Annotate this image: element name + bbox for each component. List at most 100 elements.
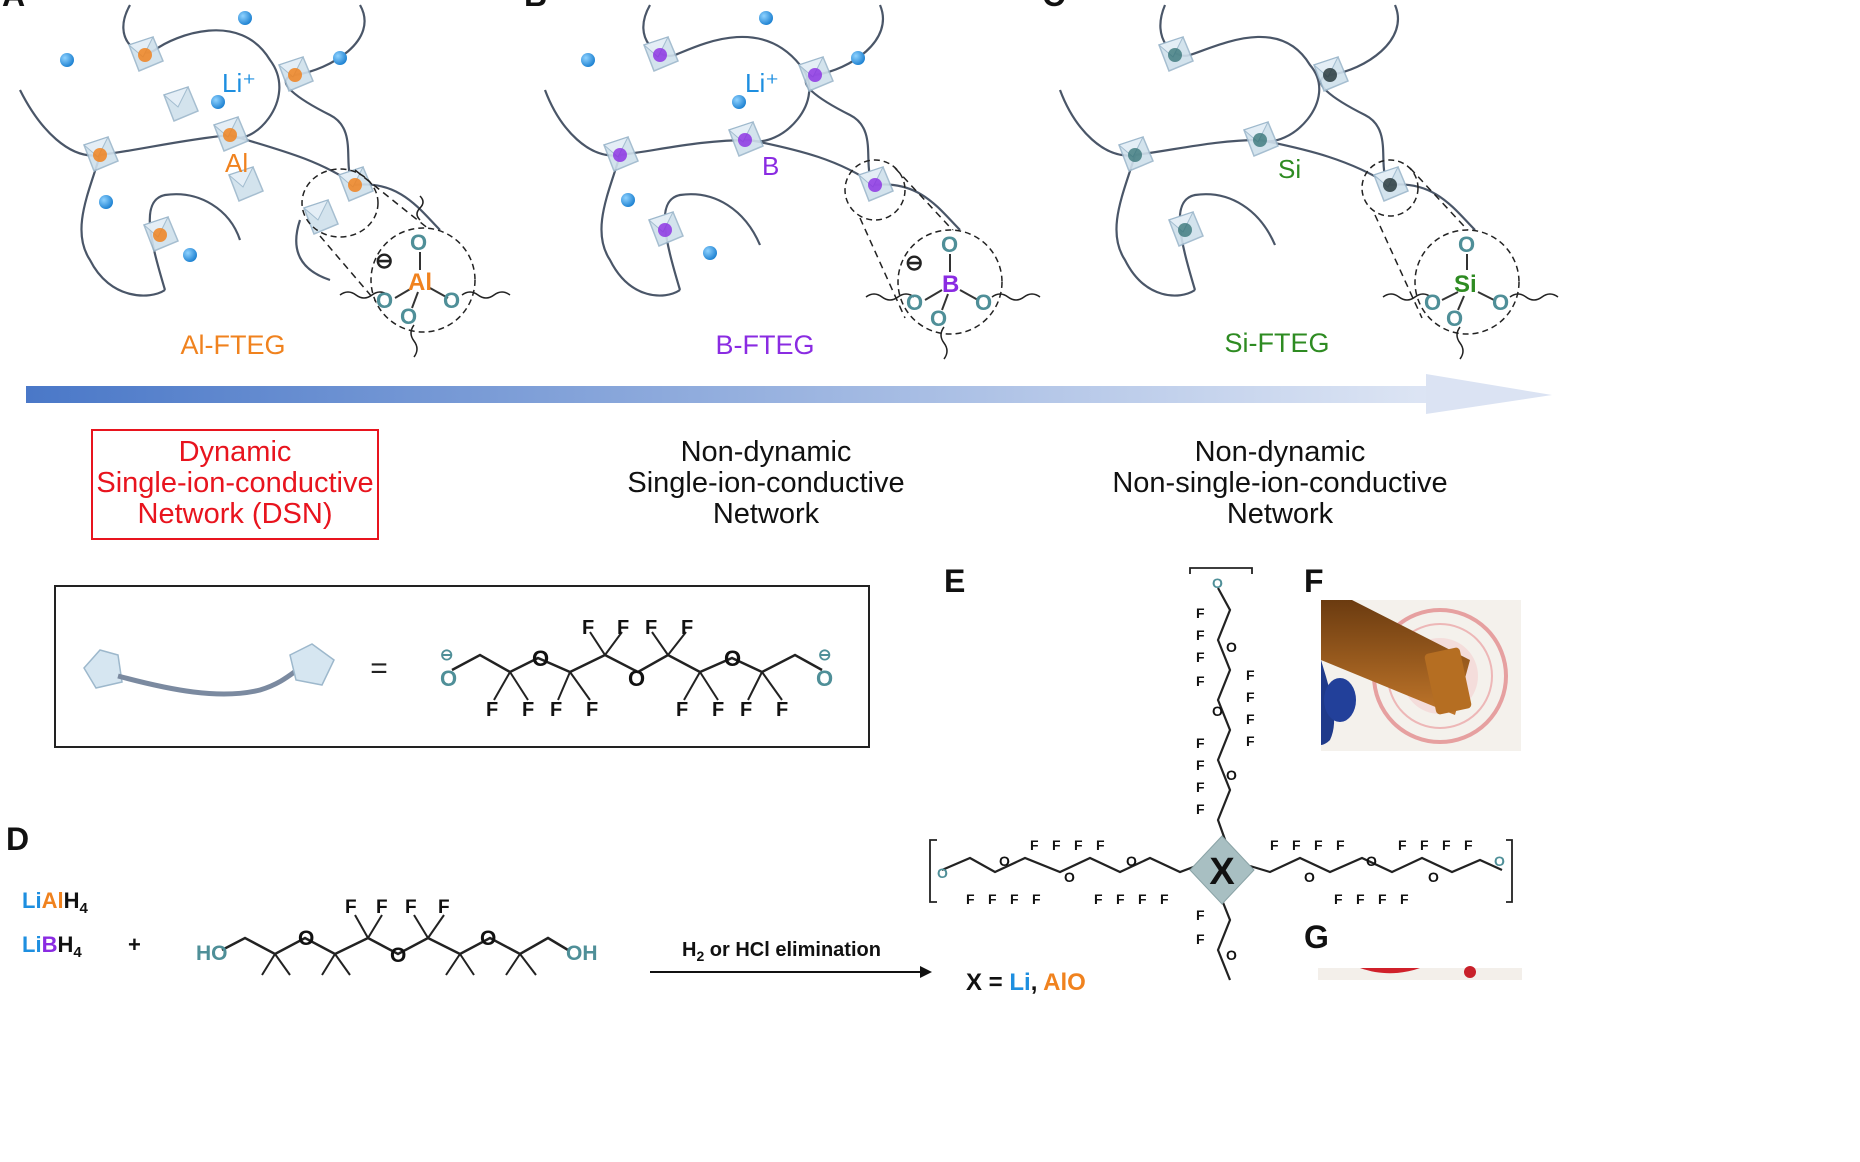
monomer-f-4: F: [438, 897, 450, 918]
polymer-f-v5: F: [1246, 667, 1255, 683]
panel-g-letter: G: [1304, 919, 1329, 955]
polymer-f-h8: F: [1032, 891, 1041, 907]
monomer-o-2: O: [390, 944, 406, 967]
panel-a-o-top: O: [410, 230, 427, 255]
polymer-f-h24: F: [1400, 891, 1409, 907]
linker-f-3: F: [550, 699, 562, 721]
polymer-f-v3: F: [1196, 649, 1205, 665]
network-type-c-line1: Non-dynamic: [1195, 436, 1366, 468]
monomer-o-1: O: [298, 927, 314, 950]
legend-equals: =: [370, 652, 388, 685]
polymer-f-h23: F: [1378, 891, 1387, 907]
trend-arrow: [26, 374, 1552, 414]
panel-b-ion-label: Li⁺: [745, 68, 779, 98]
panel-a-li-ions: [60, 11, 347, 262]
panel-b-o-right: O: [975, 290, 992, 315]
panel-b: B Li⁺ B: [524, 0, 1041, 360]
network-type-c-line3: Network: [1227, 498, 1334, 530]
polymer-o-v4: O: [1226, 947, 1237, 963]
panel-a-center-atom: Al: [408, 269, 432, 296]
panel-a-tetrahedra: [83, 36, 374, 252]
polymer-o-h3: O: [1126, 853, 1137, 869]
polymer-f-v2: F: [1196, 627, 1205, 643]
polymer-o-left-end: O: [937, 865, 948, 881]
linker-f-8: F: [681, 617, 693, 639]
panel-a-zoom: O O O O Al ⊖: [301, 168, 511, 358]
panel-e: E X O F F O F F F F O: [929, 563, 1513, 996]
polymer-f-h12: F: [1160, 891, 1169, 907]
panel-a-o-right: O: [443, 288, 460, 313]
panel-b-tetrahedra: [603, 36, 894, 247]
polymer-f-h22: F: [1356, 891, 1365, 907]
panel-c-zoom: O O O O Si: [1361, 159, 1559, 360]
polymer-f-h4: F: [1096, 837, 1105, 853]
panel-c-center-atom: Si: [1454, 271, 1477, 298]
polymer-f-h2: F: [1052, 837, 1061, 853]
polymer-f-h20: F: [1464, 837, 1473, 853]
network-type-b-line2: Single-ion-conductive: [627, 467, 904, 499]
polymer-f-h6: F: [988, 891, 997, 907]
monomer-f-1: F: [345, 897, 357, 918]
panel-a-charge: ⊖: [375, 248, 393, 273]
polymer-o-v1: O: [1226, 639, 1237, 655]
panel-d: D LiAlH4 LiBH4 + HO OH O O O F: [6, 821, 932, 978]
polymer-f-v11: F: [1196, 779, 1205, 795]
linker-legend: = O ⊖ O O O O ⊖ F F F F F: [54, 585, 870, 748]
panel-d-letter: D: [6, 821, 29, 857]
linker-o-3: O: [724, 646, 741, 671]
x-definition: X = Li, AlO: [966, 969, 1086, 996]
polymer-o-h6: O: [1428, 869, 1439, 885]
panel-a-metal-label: Al: [225, 148, 248, 178]
panel-b-li-ions: [581, 11, 865, 260]
linker-o-1: O: [532, 646, 549, 671]
monomer-oh: OH: [566, 942, 598, 965]
panel-c-title: Si-FTEG: [1225, 328, 1330, 358]
panel-b-letter: B: [524, 0, 547, 13]
linker-f-10: F: [712, 699, 724, 721]
reaction-condition: H2 or HCl elimination: [682, 939, 881, 964]
polymer-f-v13: F: [1196, 907, 1205, 923]
polymer-f-v4: F: [1196, 673, 1205, 689]
polymer-f-h7: F: [1010, 891, 1019, 907]
panel-e-letter: E: [944, 563, 965, 599]
panel-c-o-bottom: O: [1446, 306, 1463, 331]
linker-f-12: F: [776, 699, 788, 721]
linker-structure: O ⊖ O O O O ⊖ F F F F F F F F F F F F: [440, 617, 833, 721]
reaction-arrow: H2 or HCl elimination: [650, 939, 932, 978]
linker-f-11: F: [740, 699, 752, 721]
polymer-f-v8: F: [1246, 733, 1255, 749]
panel-b-zoom: O O O O B ⊖: [844, 159, 1041, 360]
panel-c-o-right: O: [1492, 290, 1509, 315]
linker-f-1: F: [486, 699, 498, 721]
panel-c-tetrahedra: [1118, 36, 1409, 247]
linker-o-left: O: [440, 666, 457, 691]
polymer-f-h16: F: [1336, 837, 1345, 853]
polymer-o-h5: O: [1366, 853, 1377, 869]
polymer-center-x: X: [1209, 851, 1235, 893]
monomer-structure: HO OH O O O F F F F: [196, 897, 598, 976]
polymer-f-v12: F: [1196, 801, 1205, 817]
panel-c-o-top: O: [1458, 232, 1475, 257]
panel-c: C Si: [1042, 0, 1559, 360]
polymer-o-h2: O: [1064, 869, 1075, 885]
panel-a-ion-label: Li⁺: [222, 68, 256, 98]
network-type-a-line1: Dynamic: [179, 436, 292, 468]
panel-a-o-bottom: O: [400, 304, 417, 329]
linker-f-2: F: [522, 699, 534, 721]
polymer-o-v3: O: [1226, 767, 1237, 783]
polymer-f-h18: F: [1420, 837, 1429, 853]
network-type-a-line2: Single-ion-conductive: [96, 467, 373, 499]
network-type-c-line2: Non-single-ion-conductive: [1112, 467, 1447, 499]
polymer-f-v10: F: [1196, 757, 1205, 773]
reagent-lialh4: LiAlH4: [22, 888, 88, 917]
reaction-plus: +: [128, 932, 141, 957]
dsn-box: [91, 429, 379, 540]
panel-a-o-left: O: [376, 288, 393, 313]
polymer-f-h14: F: [1292, 837, 1301, 853]
panel-b-metal-label: B: [762, 151, 779, 181]
polymer-f-h17: F: [1398, 837, 1407, 853]
polymer-f-h19: F: [1442, 837, 1451, 853]
polymer-o-v2: O: [1212, 703, 1223, 719]
linker-f-6: F: [617, 617, 629, 639]
monomer-o-3: O: [480, 927, 496, 950]
